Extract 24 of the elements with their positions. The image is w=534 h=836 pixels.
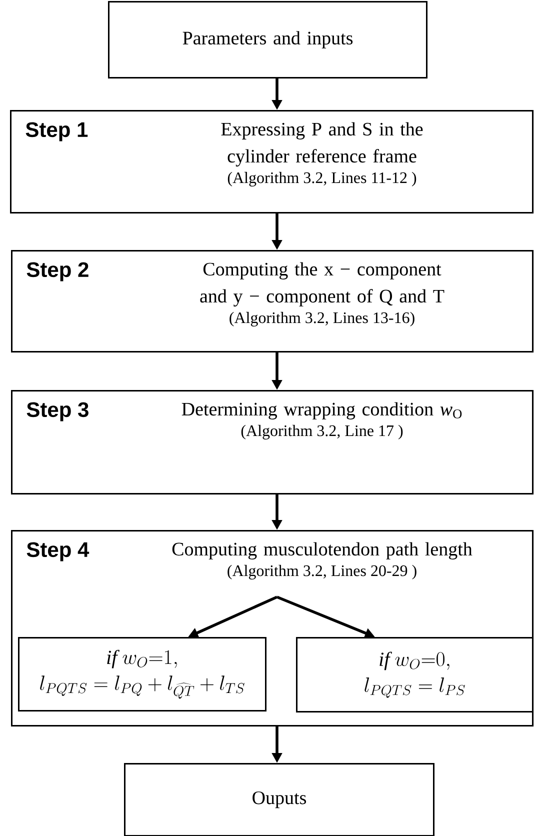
box-label: Parameters and inputs [182, 31, 353, 48]
step-label: Step 3 [26, 402, 88, 422]
step-label: Step 2 [26, 262, 88, 282]
step-box [11, 530, 534, 726]
case-box [296, 637, 534, 712]
process-box [124, 763, 434, 836]
step-box [10, 110, 534, 214]
step-title: Computing the x − component and y − component of Q and T [200, 262, 444, 306]
algorithm-reference: (Algorithm 3.2, Lines 11-12 ) [228, 172, 416, 186]
step-box [11, 250, 534, 352]
step-title: Computing musculotendon path length [172, 542, 472, 560]
algorithm-reference: (Algorithm 3.2, Lines 13-16) [230, 312, 414, 326]
step-label: Step 4 [26, 542, 90, 562]
case-box [18, 637, 266, 712]
step-title: Expressing P and S in the cylinder reference frame [221, 122, 423, 166]
process-box [108, 1, 428, 78]
step-box [11, 390, 534, 494]
box-label: Ouputs [252, 791, 306, 808]
case-formula: $\mathit{if}\ w_{O}{=}0,$ $l_{PQTS} = l_{PS}$ [364, 652, 465, 698]
algorithm-reference: (Algorithm 3.2, Line 17 ) [241, 424, 403, 440]
case-formula: $\mathit{if}\ w_{O}{=}1,$ $l_{PQTS} = l_{PQ}+l_{\widehat{QT}}+l_{TS}$ [40, 650, 244, 699]
algorithm-reference: (Algorithm 3.2, Lines 20-29 ) [228, 564, 416, 580]
step-title: Determining wrapping condition w$_{O}$ [182, 402, 462, 420]
step-label: Step 1 [26, 122, 88, 142]
